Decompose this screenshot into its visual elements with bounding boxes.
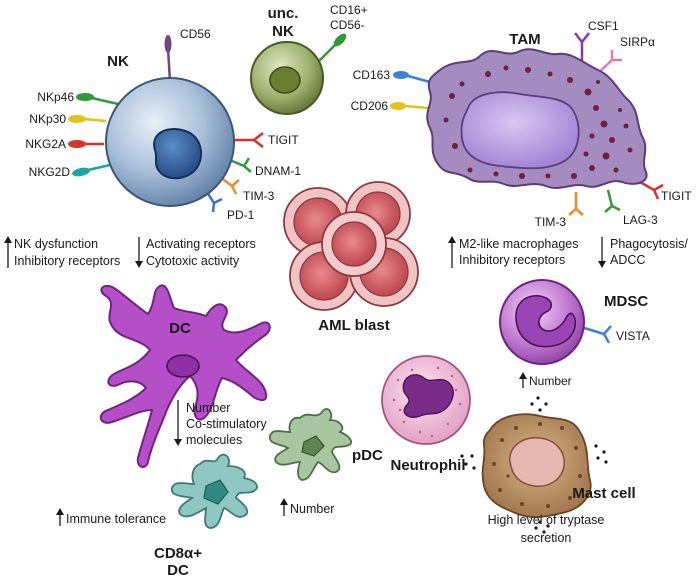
pdc-cell: pDC Number — [268, 408, 383, 516]
mast-title: Mast cell — [572, 485, 635, 502]
pd1-label: PD-1 — [227, 208, 255, 222]
neutrophil-cell: Neutrophil — [381, 355, 471, 474]
granule-dots-icon — [534, 520, 550, 534]
tam-down-effect-1: Phagocytosis/ — [610, 237, 688, 251]
tam-tim3-receptor-icon — [568, 192, 584, 216]
nk-up-effect-1: NK dysfunction — [14, 237, 98, 251]
nk-nucleus — [153, 128, 202, 180]
cd16-receptor-icon — [317, 33, 347, 63]
mast-nucleus — [509, 437, 565, 488]
dnam1-label: DNAM-1 — [255, 164, 301, 178]
mdsc-nucleus — [515, 294, 577, 348]
neutrophil-nucleus — [402, 374, 454, 418]
nk-down-effect-2: Cytotoxic activity — [146, 254, 240, 268]
unc-nk-title-2: NK — [272, 23, 294, 40]
nkp30-receptor-icon — [68, 115, 107, 123]
tam-tigit-label: TIGIT — [661, 189, 692, 203]
cd8-dc-up-effect: Immune tolerance — [66, 512, 166, 526]
mdsc-cell: MDSC VISTA Number — [499, 279, 650, 388]
mast-note-2: secretion — [521, 531, 572, 545]
lag3-label: LAG-3 — [623, 213, 658, 227]
neutrophil-title: Neutrophil — [391, 457, 466, 474]
granule-dots-icon — [530, 396, 548, 412]
nk-tim3-label: TIM-3 — [243, 189, 275, 203]
vista-receptor-icon — [580, 325, 612, 344]
unc-nk-marker-1: CD16+ — [330, 3, 368, 17]
up-arrow-icon — [280, 498, 288, 516]
mdsc-up-effect: Number — [529, 374, 572, 388]
unc-nk-title-1: unc. — [268, 5, 299, 22]
aml-blast-title: AML blast — [318, 317, 389, 334]
nkg2a-receptor-icon — [68, 140, 104, 148]
cd206-label: CD206 — [351, 99, 389, 113]
mast-granules — [492, 422, 582, 508]
mast-cell: Mast cell High level of tryptase secreti… — [460, 396, 636, 545]
nkp30-label: NKp30 — [29, 112, 66, 126]
dc-down-effect-2: Co-stimulatory — [186, 417, 267, 431]
tam-up-effect-2: Inhibitory receptors — [459, 253, 565, 267]
mdsc-title: MDSC — [604, 293, 648, 310]
down-arrow-icon — [135, 237, 143, 268]
tam-up-effect-1: M2-like macrophages — [459, 237, 579, 251]
cd56-label: CD56 — [180, 27, 211, 41]
dc-nucleus — [166, 354, 200, 378]
nk-up-effect-2: Inhibitory receptors — [14, 254, 120, 268]
tam-effects: M2-like macrophages Inhibitory receptors… — [448, 236, 688, 268]
unc-nk-marker-2: CD56- — [330, 18, 365, 32]
cd8-dc-cell: Immune tolerance CD8α+ DC — [56, 453, 258, 579]
nk-down-effect-1: Activating receptors — [146, 237, 256, 251]
cd8-dc-nucleus — [203, 479, 229, 505]
unc-nk-cell: unc. NK CD16+ CD56- — [250, 3, 368, 115]
granule-dots-icon — [460, 454, 476, 470]
cd163-receptor-icon — [393, 71, 431, 84]
down-arrow-icon — [598, 237, 606, 268]
pdc-nucleus — [301, 435, 325, 457]
down-arrow-icon — [174, 400, 182, 446]
nk-cell: NK CD56 NKp46 NKp30 NKG2A NKG2D TIGIT DN… — [25, 27, 301, 222]
dc-cell: DC — [99, 284, 271, 468]
tam-cell: TAM CSF1 SIRPα CD163 CD206 TIGIT TIM-3 L… — [351, 19, 693, 229]
mast-note-1: High level of tryptase — [488, 513, 605, 527]
cd8-dc-title-1: CD8α+ — [154, 545, 202, 562]
tigit-receptor-icon — [232, 132, 264, 148]
cd163-label: CD163 — [353, 68, 391, 82]
tam-granules — [443, 65, 633, 179]
cd206-receptor-icon — [390, 102, 429, 110]
nk-title: NK — [107, 53, 129, 70]
nkp46-receptor-icon — [76, 93, 119, 106]
tam-tim3-label: TIM-3 — [535, 215, 567, 229]
up-arrow-icon — [519, 372, 527, 388]
dc-title: DC — [169, 320, 191, 337]
nk-effects: NK dysfunction Inhibitory receptors Acti… — [4, 236, 256, 268]
dc-down-effect-1: Number — [186, 401, 230, 415]
aml-blast-cluster: AML blast — [283, 181, 419, 334]
nkg2a-label: NKG2A — [25, 137, 66, 151]
nkp46-label: NKp46 — [37, 90, 74, 104]
sirpa-label: SIRPα — [620, 35, 655, 49]
aml-blast-cell — [321, 211, 387, 277]
nkg2d-receptor-icon — [72, 163, 111, 177]
cd8-dc-title-2: DC — [167, 562, 189, 579]
nk-tigit-label: TIGIT — [268, 133, 299, 147]
tam-title: TAM — [509, 31, 540, 48]
nkg2d-label: NKG2D — [29, 165, 71, 179]
pdc-title: pDC — [352, 447, 383, 464]
tam-nucleus — [460, 91, 580, 170]
lag3-receptor-icon — [604, 189, 621, 213]
unc-nk-nucleus — [269, 66, 301, 94]
tam-tigit-receptor-icon — [639, 180, 664, 200]
dc-effects: Number Co-stimulatory molecules — [174, 400, 267, 447]
up-arrow-icon — [56, 508, 64, 526]
up-arrow-icon — [4, 236, 12, 268]
up-arrow-icon — [448, 236, 456, 268]
tam-down-effect-2: ADCC — [610, 253, 645, 267]
neutrophil-granules — [392, 366, 462, 438]
pdc-up-effect: Number — [290, 502, 334, 516]
csf1-label: CSF1 — [588, 19, 619, 33]
granule-dots-icon — [594, 444, 608, 464]
vista-label: VISTA — [616, 329, 650, 343]
dc-down-effect-3: molecules — [186, 433, 242, 447]
cd56-receptor-icon — [164, 35, 172, 83]
